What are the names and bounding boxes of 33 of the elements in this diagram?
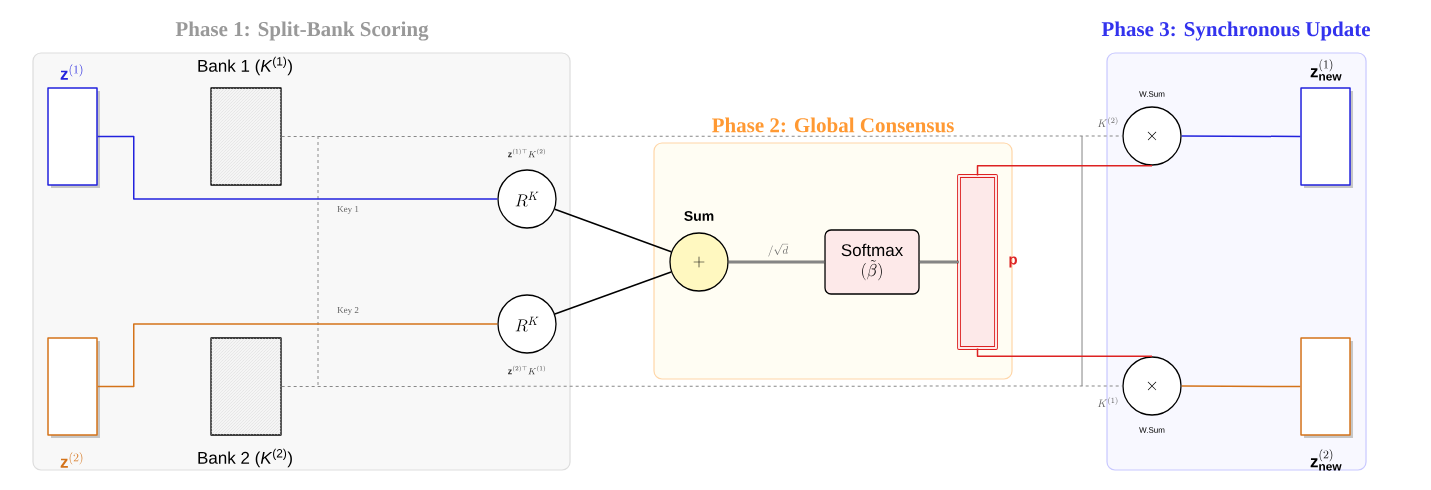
vector-label: $\mathbf{z}^{(1)}_{\text{new}}$ — [1310, 59, 1342, 81]
connector-line — [918, 260, 960, 264]
connector-line — [281, 385, 1123, 387]
node-caption: $\mathbf{z}^{(1)\top}K^{(2)}$ — [508, 148, 546, 158]
vector-label: $\mathbf{z}^{(1)}$ — [60, 64, 83, 80]
connector-line — [281, 135, 1123, 137]
node-caption: $\mathbf{z}^{(2)\top}K^{(1)}$ — [508, 365, 546, 375]
bank-label: Bank 2 (K$^{(2)}$) — [198, 448, 292, 468]
connector-line — [976, 164, 1153, 177]
connector-line — [97, 135, 499, 200]
panel-title: Phase 1: Split-Bank Scoring — [175, 21, 429, 41]
node-caption: Sum — [684, 211, 714, 221]
edge-label: Key 2 — [337, 307, 359, 315]
panel-title: Phase 2: Global Consensus — [712, 117, 954, 133]
panel-title: Phase 3: Synchronous Update — [1101, 21, 1371, 41]
edge-label: $/\sqrt{d}$ — [768, 243, 789, 257]
node-caption: $\mathbf{p}$ — [1009, 256, 1017, 268]
node-caption: W.Sum — [1139, 91, 1165, 97]
connector-line — [97, 323, 499, 388]
node-caption: W.Sum — [1139, 427, 1165, 433]
connector-line — [554, 271, 672, 315]
vector-label: $\mathbf{z}^{(2)}_{\text{new}}$ — [1310, 449, 1342, 471]
connector-line — [1180, 135, 1301, 138]
connector-line — [727, 260, 826, 264]
vector-label: $\mathbf{z}^{(2)}$ — [60, 452, 83, 468]
connector-line — [976, 347, 1153, 358]
connector-line — [1180, 385, 1301, 388]
edge-label: $K^{(1)}$ — [1097, 397, 1118, 407]
edge-label: Key 1 — [337, 206, 359, 214]
edge-label: $K^{(2)}$ — [1097, 117, 1118, 127]
bank-label: Bank 1 (K$^{(1)}$) — [198, 56, 292, 76]
connector-line — [554, 208, 672, 253]
softmax-box: Softmax $(\tilde{\beta})$ — [824, 229, 920, 295]
